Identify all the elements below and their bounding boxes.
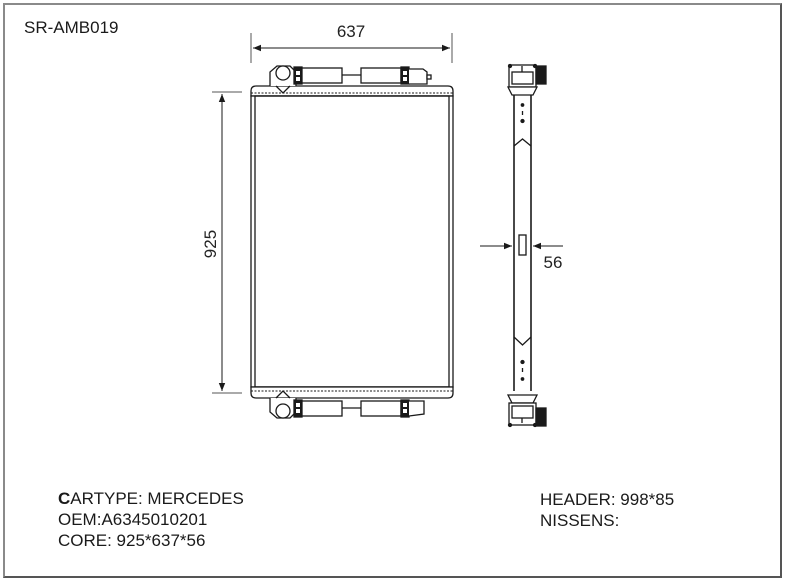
specs-right: HEADER: 998*85 NISSENS: (540, 490, 674, 532)
cartype-text: ARTYPE: MERCEDES (70, 489, 244, 508)
cartype-line: CARTYPE: MERCEDES (58, 489, 244, 510)
radiator-side-view (506, 63, 547, 428)
width-dimension: 637 (250, 22, 453, 63)
specs-left: CARTYPE: MERCEDES OEM:A6345010201 CORE: … (58, 489, 244, 552)
header-line: HEADER: 998*85 (540, 490, 675, 509)
oem-line: OEM:A6345010201 (58, 510, 208, 529)
part-number: SR-AMB019 (24, 18, 119, 37)
width-label: 637 (337, 22, 365, 41)
nissens-line: NISSENS: (540, 511, 620, 530)
height-label: 925 (201, 230, 220, 258)
radiator-front-view (250, 65, 454, 419)
height-dimension: 925 (201, 91, 242, 394)
cartype-initial: C (58, 489, 71, 508)
bottom-fittings (269, 390, 425, 419)
top-fittings (269, 65, 432, 94)
core-line: CORE: 925*637*56 (58, 531, 206, 550)
depth-dimension: 56 (480, 242, 563, 272)
depth-label: 56 (544, 253, 563, 272)
